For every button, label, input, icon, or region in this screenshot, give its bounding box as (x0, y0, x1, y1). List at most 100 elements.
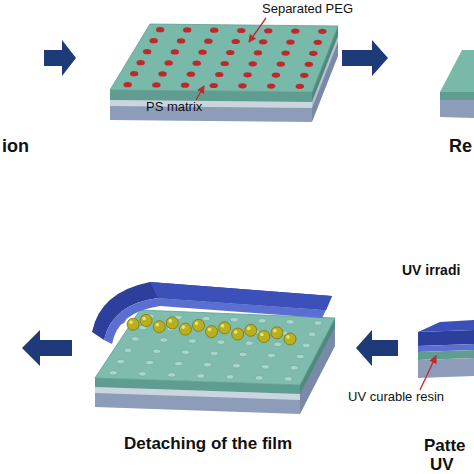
dimple (117, 359, 125, 364)
dimple (226, 375, 234, 380)
dimple (153, 349, 161, 354)
highlight (142, 317, 146, 321)
peg-domain (291, 28, 299, 33)
highlight (155, 323, 159, 327)
peg-domain (281, 50, 289, 55)
nanoparticle (127, 318, 139, 330)
dimple (160, 338, 168, 343)
partial-resin-stack (418, 320, 474, 378)
step-caption: Patte (424, 436, 466, 456)
peg-domain (156, 27, 164, 32)
highlight (169, 319, 173, 323)
peg-domain (272, 72, 280, 77)
peg-domain (183, 27, 191, 32)
dimple (181, 350, 189, 355)
peg-domain (259, 39, 267, 44)
step-caption: UV irradi (402, 262, 460, 278)
highlight (273, 329, 277, 333)
dimple (188, 339, 196, 344)
peg-domain (267, 83, 275, 88)
dimple (210, 351, 218, 356)
process-arrow (44, 40, 76, 76)
peg-domain (254, 50, 262, 55)
step-caption: Detaching of the film (124, 434, 292, 454)
nanoparticles (114, 312, 296, 345)
peg-domain (237, 28, 245, 33)
step-caption: Re (449, 136, 472, 157)
nanoparticle (166, 317, 178, 329)
highlight (195, 322, 199, 326)
dimple (239, 352, 247, 357)
dimple (284, 377, 292, 382)
dimple (232, 363, 240, 368)
peg-domain (187, 72, 195, 77)
nanoparticle (192, 319, 204, 331)
dimple (202, 316, 210, 321)
peg-domain (215, 72, 223, 77)
peg-domain (171, 49, 179, 54)
nanoparticle (219, 322, 231, 334)
peg-domain (232, 39, 240, 44)
dimple (268, 353, 276, 358)
peg-domain (130, 71, 138, 76)
dimple (124, 348, 132, 353)
dimple (109, 371, 117, 376)
highlight (129, 320, 133, 324)
peg-domain (152, 82, 160, 87)
peg-domain (165, 60, 173, 65)
component-label: Separated PEG (262, 2, 353, 17)
dimple (204, 362, 212, 367)
nanoparticle (258, 331, 270, 343)
peg-domain (204, 39, 212, 44)
process-arrow (22, 330, 72, 366)
peg-domain (123, 82, 131, 87)
peg-domain (286, 39, 294, 44)
dimple (217, 340, 225, 345)
peg-domain (314, 40, 322, 45)
dimple (245, 341, 253, 346)
leader-line (420, 356, 436, 390)
dimple (175, 361, 183, 366)
dimple (230, 317, 238, 322)
patterned-substrate (95, 310, 335, 414)
peg-domain (210, 83, 218, 88)
dimple (168, 373, 176, 378)
peg-domain (277, 61, 285, 66)
component-label: UV curable resin (348, 390, 444, 405)
dimple (131, 337, 139, 342)
dimple (314, 321, 322, 326)
highlight (208, 328, 212, 332)
dimple (261, 364, 269, 369)
dimple (274, 342, 282, 347)
peg-domain (193, 61, 201, 66)
nanoparticle (179, 323, 191, 335)
nanoparticle (206, 326, 218, 338)
dimple (258, 318, 266, 323)
peg-domain (149, 38, 157, 43)
peg-domain (226, 50, 234, 55)
peg-domain (249, 61, 257, 66)
dimple (296, 354, 304, 359)
step-caption: UV (430, 455, 454, 474)
partial-film (440, 50, 474, 118)
nanoparticle (140, 314, 152, 326)
dimple (302, 343, 310, 348)
peg-domain (318, 29, 326, 34)
dimple (197, 374, 205, 379)
component-label: PS matrix (146, 100, 202, 115)
peg-domain (198, 50, 206, 55)
detached-film (92, 282, 332, 344)
process-arrow (342, 40, 388, 76)
peg-domain (181, 83, 189, 88)
dimple (290, 365, 298, 370)
peg-domain (221, 61, 229, 66)
step-caption: ion (2, 136, 29, 157)
highlight (286, 335, 290, 339)
peg-domain (238, 83, 246, 88)
highlight (234, 330, 238, 334)
nanoparticle (271, 327, 283, 339)
peg-domain (264, 28, 272, 33)
nanoparticle (284, 333, 296, 345)
dimple (255, 376, 263, 381)
